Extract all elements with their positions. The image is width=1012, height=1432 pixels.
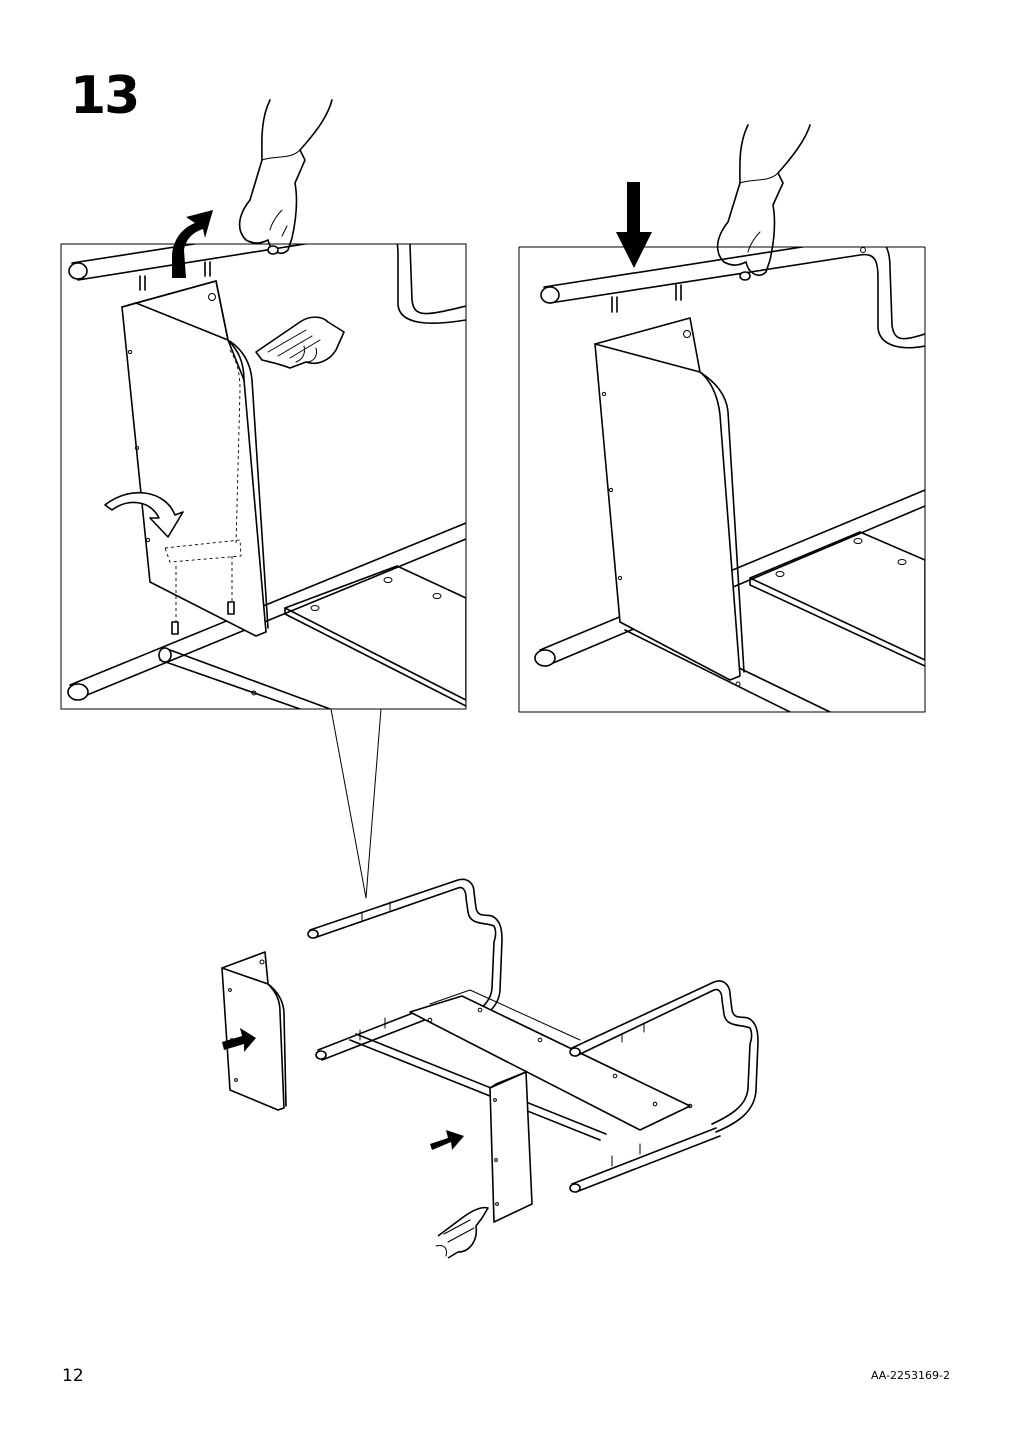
down-arrow-icon [616,182,652,268]
right-end-panel [489,1071,533,1223]
press-frame-down-detail [518,124,926,713]
page-number: 12 [62,1366,84,1386]
lift-arrow-icon [172,210,213,278]
seat-board-overview [409,995,691,1131]
overview-assembly [221,878,759,1259]
rotate-arrow-icon [104,491,184,538]
left-end-panel [221,951,285,1111]
hand-icon [238,99,333,255]
bottom-rail [69,522,466,701]
attach-end-panel-detail [60,99,467,710]
seat-board [284,565,466,701]
push-finger-icon [255,316,345,369]
insert-arrow-icon-right [430,1130,464,1150]
insert-arrow-icon-left [222,1028,256,1052]
step-number: 13 [70,66,140,126]
pointing-hand-icon [435,1206,489,1259]
end-panel [121,280,267,637]
hand-icon-right [716,124,811,281]
detail-frame-left [60,243,467,710]
document-code: AA-2253169-2 [870,1369,950,1382]
top-rail [71,244,466,315]
callout-pointer [330,708,382,899]
detail-frame-right [518,246,926,713]
